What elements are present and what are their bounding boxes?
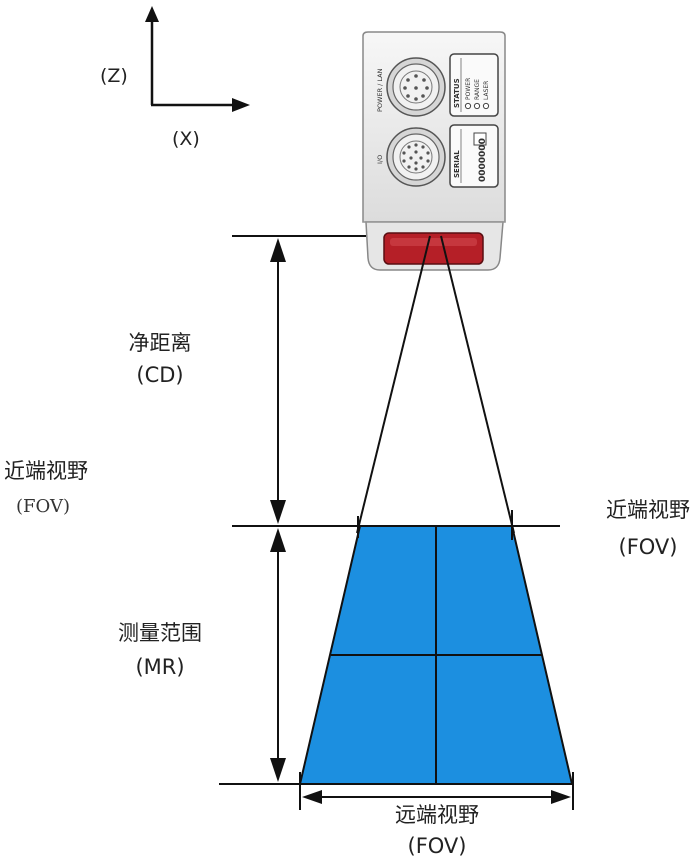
mr-label-cn: 测量范围 (118, 621, 202, 645)
x-axis-label: (X) (172, 128, 200, 150)
z-axis-label: (Z) (100, 65, 128, 87)
near-fov-right-label: 近端视野 (FOV) (606, 498, 690, 559)
range-led-icon (473, 102, 481, 110)
clearance-distance-label: 净距离 (CD) (129, 331, 192, 387)
serial-panel: SERIAL 0000000 (449, 124, 499, 188)
measurement-field (298, 525, 574, 785)
beam-left (356, 235, 431, 534)
serial-number: 0000000 (478, 138, 488, 182)
cd-label-abbr: (CD) (136, 363, 183, 387)
io-label: I/O (376, 155, 384, 164)
axis-indicator: (Z) (X) (100, 6, 250, 150)
near-fov-left-abbr: (FOV) (16, 496, 70, 517)
status-panel: STATUS POWER RANGE LASER (449, 53, 499, 117)
beam-right (440, 235, 515, 534)
laser-led-icon (482, 102, 490, 110)
status-item-power: POWER (465, 78, 472, 100)
laser-window (383, 232, 484, 265)
serial-checkbox-icon (473, 132, 487, 146)
mr-arrow-up-icon (270, 528, 286, 552)
cd-arrow-down-icon (270, 500, 286, 524)
power-lan-label: POWER / LAN (376, 68, 384, 112)
near-fov-left-cn: 近端视野 (4, 459, 88, 483)
far-fov-dimension (299, 772, 574, 810)
status-item-range: RANGE (474, 79, 481, 100)
far-fov-abbr: (FOV) (408, 834, 467, 858)
far-fov-arrow-left-icon (302, 790, 322, 804)
far-fov-label: 远端视野 (FOV) (395, 803, 479, 858)
clearance-distance-dimension (270, 238, 286, 524)
io-connector (386, 127, 446, 187)
status-item-laser: LASER (483, 81, 490, 100)
serial-title: SERIAL (453, 150, 461, 178)
near-fov-left-label: 近端视野 (FOV) (4, 459, 88, 517)
near-fov-right-cn: 近端视野 (606, 498, 690, 522)
z-axis-arrowhead (145, 6, 159, 22)
far-fov-arrow-right-icon (551, 790, 571, 804)
cd-label-cn: 净距离 (129, 331, 192, 355)
x-axis-arrowhead (232, 98, 250, 112)
measurement-range-dimension (270, 528, 286, 782)
mr-arrow-down-icon (270, 758, 286, 782)
mr-label-abbr: (MR) (135, 655, 184, 679)
power-lan-connector (386, 57, 446, 117)
near-fov-right-abbr: (FOV) (619, 535, 678, 559)
power-led-icon (464, 102, 472, 110)
far-fov-cn: 远端视野 (395, 803, 479, 827)
measurement-range-label: 测量范围 (MR) (118, 621, 202, 679)
sensor-body: POWER / LAN I/O STATUS P (362, 31, 506, 271)
cd-arrow-up-icon (270, 238, 286, 262)
status-title: STATUS (453, 78, 461, 108)
